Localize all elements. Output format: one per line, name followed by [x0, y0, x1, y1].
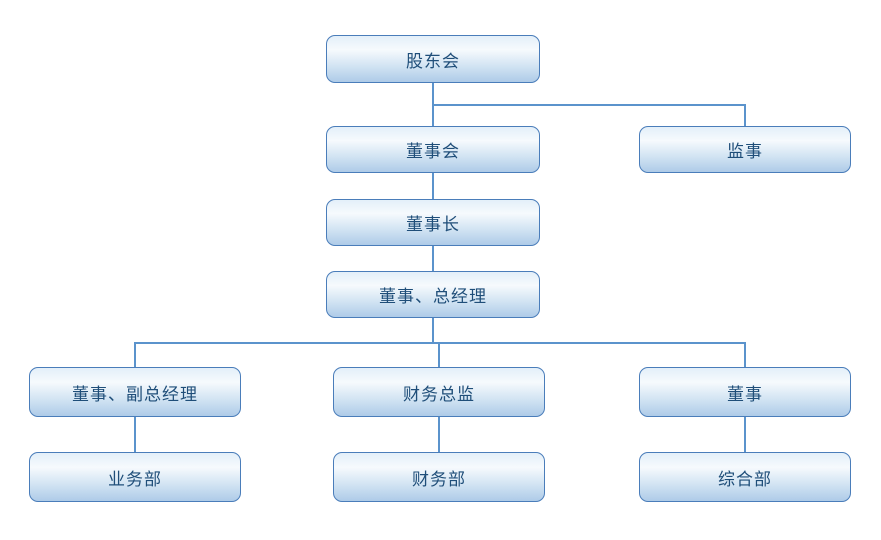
org-node-label: 董事: [727, 384, 763, 404]
org-node-label: 业务部: [108, 469, 162, 489]
connector-segment: [432, 246, 434, 271]
connector-segment: [744, 103, 746, 126]
connector-segment: [438, 417, 440, 452]
org-node-general-department[interactable]: 综合部: [639, 452, 851, 502]
connector-segment: [134, 341, 136, 367]
org-node-label: 财务总监: [403, 384, 475, 404]
connector-segment: [432, 83, 434, 106]
org-node-chairman[interactable]: 董事长: [326, 199, 540, 246]
connector-segment: [134, 417, 136, 452]
org-node-supervisor[interactable]: 监事: [639, 126, 851, 173]
org-node-business-department[interactable]: 业务部: [29, 452, 241, 502]
org-node-label: 董事、副总经理: [72, 384, 198, 404]
org-node-label: 董事会: [406, 142, 460, 161]
connector-segment: [744, 417, 746, 452]
connector-segment: [438, 341, 440, 367]
org-node-label: 财务部: [412, 469, 466, 489]
org-node-label: 监事: [727, 142, 763, 161]
org-node-finance-department[interactable]: 财务部: [333, 452, 545, 502]
connector-segment: [432, 318, 434, 344]
org-node-director-general-manager[interactable]: 董事、总经理: [326, 271, 540, 318]
connector-segment: [744, 341, 746, 367]
org-node-label: 董事长: [406, 215, 460, 234]
connector-segment: [432, 341, 746, 344]
connector-segment: [432, 103, 746, 106]
org-node-shareholders-meeting[interactable]: 股东会: [326, 35, 540, 83]
org-node-cfo[interactable]: 财务总监: [333, 367, 545, 417]
org-node-label: 董事、总经理: [379, 287, 487, 306]
connector-segment: [134, 341, 434, 344]
org-node-label: 股东会: [406, 51, 460, 71]
org-node-label: 综合部: [718, 469, 772, 489]
org-node-director[interactable]: 董事: [639, 367, 851, 417]
connector-segment: [432, 173, 434, 199]
org-node-board-of-directors[interactable]: 董事会: [326, 126, 540, 173]
org-node-director-deputy-general-manager[interactable]: 董事、副总经理: [29, 367, 241, 417]
